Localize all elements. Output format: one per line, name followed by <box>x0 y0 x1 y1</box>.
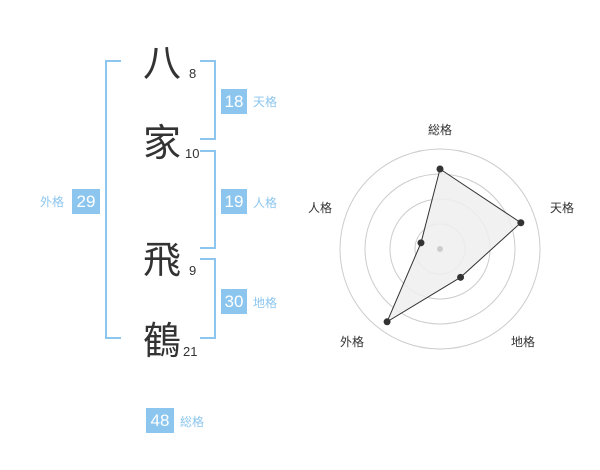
radar-axis-label-gaikaku: 外格 <box>340 335 365 349</box>
radar-point-0 <box>436 165 444 173</box>
radar-point-4 <box>417 239 425 247</box>
chikaku-value: 30 <box>221 289 247 314</box>
radar-axis-label-tenkaku: 天格 <box>550 201 575 215</box>
radar-axis-label-chikaku: 地格 <box>511 335 536 349</box>
name-char-1: 八 <box>143 41 182 85</box>
chikaku-label: 地格 <box>253 296 278 310</box>
radar-polygon <box>386 168 522 324</box>
gaikaku-bracket <box>105 60 121 339</box>
gaikaku-label: 外格 <box>40 195 65 209</box>
radar-ring-1 <box>414 223 466 275</box>
stroke-count-4: 21 <box>183 344 198 359</box>
tenkaku-bracket <box>200 60 216 140</box>
jinkaku-bracket <box>200 150 216 249</box>
soukaku-value: 48 <box>146 408 174 433</box>
name-char-2: 家 <box>143 121 182 165</box>
radar-axis-label-soukaku: 総格 <box>428 123 453 137</box>
radar-center <box>437 246 443 252</box>
jinkaku-value: 19 <box>221 189 247 214</box>
radar-axis-label-jinkaku: 人格 <box>308 201 333 215</box>
radar-point-3 <box>383 318 391 326</box>
jinkaku-label: 人格 <box>253 196 278 210</box>
tenkaku-label: 天格 <box>253 95 278 109</box>
stroke-count-3: 9 <box>189 263 197 278</box>
stroke-count-1: 8 <box>189 66 197 81</box>
gaikaku-value: 29 <box>72 189 100 214</box>
radar-ring-4 <box>339 148 541 350</box>
radar-point-2 <box>457 273 465 281</box>
radar-point-1 <box>517 219 525 227</box>
name-char-3: 飛 <box>143 238 182 282</box>
soukaku-label: 総格 <box>180 415 205 429</box>
chikaku-bracket <box>200 258 216 339</box>
tenkaku-value: 18 <box>221 89 247 114</box>
stroke-count-2: 10 <box>185 146 200 161</box>
radar-ring-3 <box>364 173 516 325</box>
name-char-4: 鶴 <box>143 319 182 363</box>
radar-ring-2 <box>389 198 491 300</box>
